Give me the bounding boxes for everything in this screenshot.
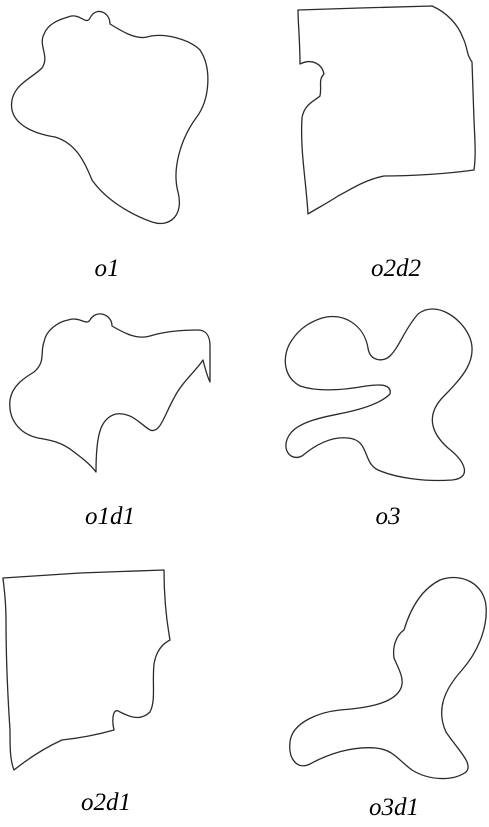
shape-o2d1-outline (3, 570, 170, 770)
caption-o1: o1 (95, 255, 120, 282)
shape-o2d2-outline (298, 6, 475, 214)
shape-o3-outline (285, 309, 472, 480)
caption-o3: o3 (376, 503, 401, 530)
shape-o1d1-outline (10, 314, 210, 472)
shape-o1-outline (12, 11, 208, 223)
caption-o3d1: o3d1 (369, 794, 419, 821)
caption-o2d2: o2d2 (371, 255, 421, 282)
shape-o3d1-outline (290, 578, 486, 779)
caption-o2d1: o2d1 (81, 789, 131, 816)
caption-o1d1: o1d1 (85, 503, 135, 530)
